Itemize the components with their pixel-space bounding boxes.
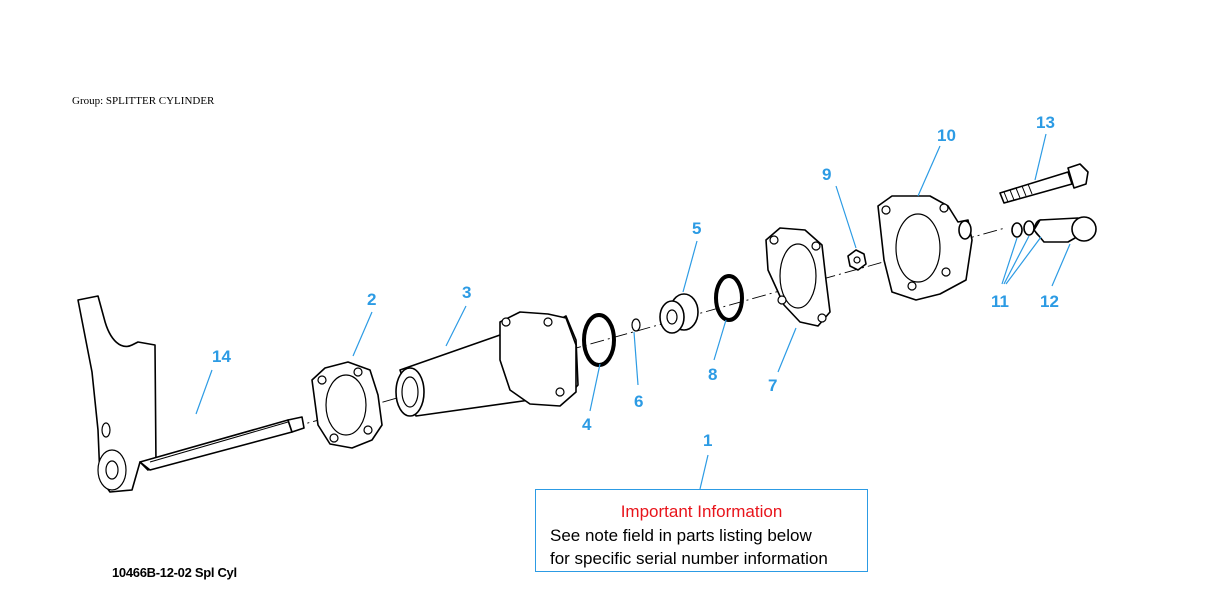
leader-14 [195,369,213,415]
leader-5 [682,240,698,293]
callout-14: 14 [212,347,231,366]
callout-9: 9 [822,165,831,184]
leader-7 [777,327,797,373]
part-9-nut[interactable] [847,249,867,271]
leader-10 [917,145,941,197]
leader-11c [1005,236,1042,285]
important-info-box: Important Information See note field in … [535,489,868,572]
info-title: Important Information [620,502,783,521]
callout-4: 4 [582,415,592,434]
callout-11: 11 [991,292,1009,311]
callout-5: 5 [692,219,701,238]
leader-11b [1003,235,1030,285]
info-line-1: See note field in parts listing below [550,526,812,545]
leader-1 [699,454,709,490]
part-7-gasket[interactable] [765,227,831,327]
leader-8 [713,319,727,361]
callout-8: 8 [708,365,717,384]
part-2-gasket[interactable] [311,361,383,449]
callout-13: 13 [1036,113,1055,132]
part-10-cover[interactable] [877,195,973,301]
leader-9 [835,185,857,249]
leader-6 [633,331,639,386]
leader-11a [1001,237,1018,285]
callout-1: 1 [703,431,712,450]
part-3-cylinder-housing[interactable] [395,311,579,417]
drawing-id-label: 10466B-12-02 Spl Cyl [112,565,237,580]
callout-10: 10 [937,126,956,145]
part-13-bolt[interactable] [999,163,1089,204]
leader-3 [445,305,467,347]
callout-12: 12 [1040,292,1059,311]
leader-12 [1051,243,1071,287]
part-6-small-o-ring[interactable] [631,318,641,332]
callout-7: 7 [768,376,777,395]
part-12-plug[interactable] [1033,216,1097,243]
part-5-piston[interactable] [659,293,699,334]
callout-3: 3 [462,283,471,302]
leader-13 [1034,133,1047,181]
part-8-o-ring[interactable] [714,274,744,322]
group-label: Group: SPLITTER CYLINDER [72,95,215,107]
info-line-2: for specific serial number information [550,549,828,568]
leader-2 [352,311,373,357]
callout-6: 6 [634,392,643,411]
leader-4 [589,363,601,412]
callout-2: 2 [367,290,376,309]
part-14-shift-fork[interactable] [77,295,305,493]
part-4-o-ring[interactable] [582,313,616,367]
